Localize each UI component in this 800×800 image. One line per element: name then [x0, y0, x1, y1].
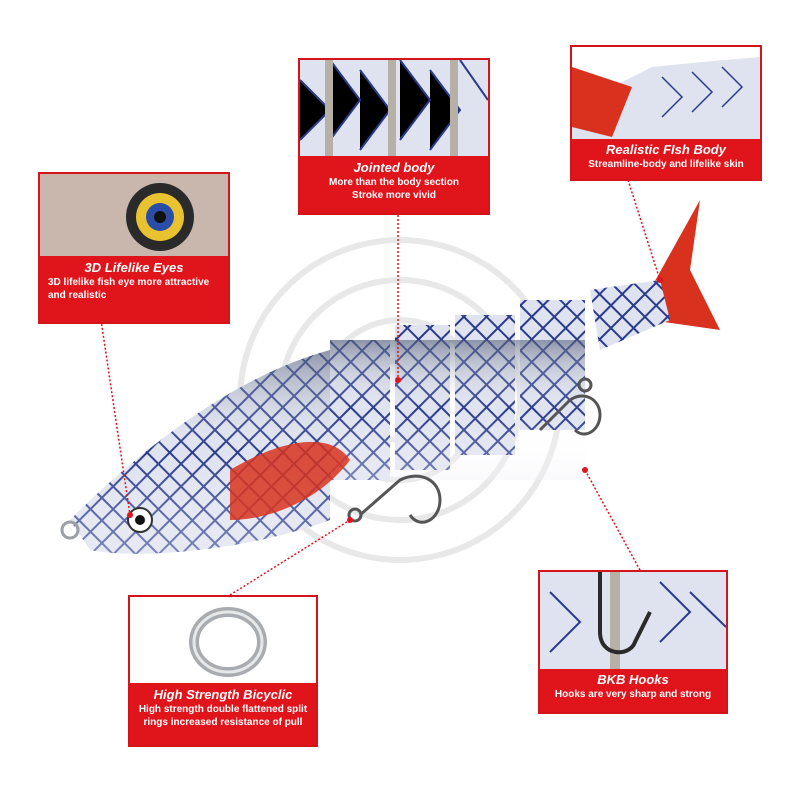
caption-line: More than the body section: [328, 177, 459, 188]
fish-tail-icon: [572, 47, 760, 143]
caption: High Strength Bicyclic High strength dou…: [130, 683, 316, 745]
jointed-segments-icon: [300, 60, 488, 160]
callout-realistic-body: Realistic FIsh Body Streamline-body and …: [570, 45, 762, 181]
caption-title: 3D Lifelike Eyes: [84, 260, 184, 275]
caption-title: BKB Hooks: [597, 672, 669, 687]
caption-line: Stroke more vivid: [352, 190, 436, 201]
caption-title: Realistic FIsh Body: [606, 142, 726, 157]
caption-title: High Strength Bicyclic: [153, 687, 293, 702]
eye-icon: [40, 174, 228, 260]
caption-line: Streamline-body and lifelike skin: [588, 159, 744, 170]
caption-line: 3D lifelike fish eye more attractive: [48, 277, 210, 288]
caption: BKB Hooks Hooks are very sharp and stron…: [540, 669, 726, 712]
callout-hooks: BKB Hooks Hooks are very sharp and stron…: [538, 570, 728, 714]
caption-line: High strength double flattened split: [138, 704, 308, 715]
caption: Realistic FIsh Body Streamline-body and …: [572, 139, 760, 179]
treble-hook-icon: [347, 377, 602, 524]
callout-split-ring: High Strength Bicyclic High strength dou…: [128, 595, 318, 747]
callout-eyes: 3D Lifelike Eyes 3D lifelike fish eye mo…: [38, 172, 230, 324]
split-ring-icon: [130, 597, 316, 687]
caption: 3D Lifelike Eyes 3D lifelike fish eye mo…: [40, 256, 228, 322]
caption-line: and realistic: [48, 290, 107, 301]
treble-hook-icon: [540, 572, 726, 676]
fish-tail-icon: [650, 200, 720, 330]
caption-line: rings increased resistance of pull: [143, 717, 303, 728]
caption: Jointed body More than the body section …: [300, 156, 488, 213]
caption-line: Hooks are very sharp and strong: [554, 689, 712, 700]
callout-jointed-body: Jointed body More than the body section …: [298, 58, 490, 215]
caption-title: Jointed body: [353, 160, 435, 175]
